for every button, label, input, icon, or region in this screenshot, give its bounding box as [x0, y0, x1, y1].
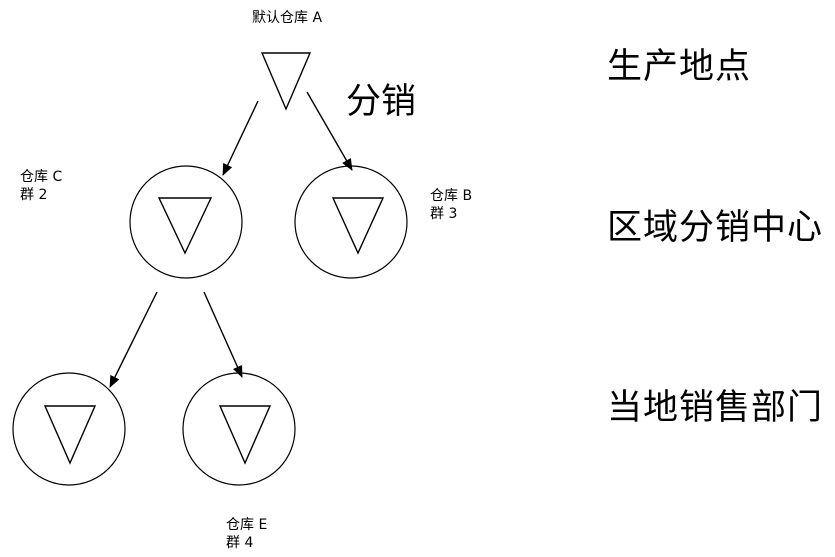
root-warehouse-label: 默认仓库 A [252, 9, 322, 27]
level-local-sales-department: 当地销售部门 [607, 388, 824, 428]
warehouse-e-triangle-icon [218, 405, 272, 465]
local-sales-left-circle [12, 372, 126, 486]
warehouse-b-name: 仓库 B [430, 188, 473, 204]
arrow-c-to-left [109, 291, 158, 388]
level-production-site: 生产地点 [607, 47, 752, 87]
warehouse-b-group: 群 3 [430, 206, 458, 222]
warehouse-c-circle [129, 165, 243, 279]
warehouse-b-label: 仓库 B 群 3 [430, 187, 472, 223]
root-warehouse-triangle-icon [260, 52, 312, 111]
warehouse-e-circle [182, 372, 296, 486]
warehouse-c-group: 群 2 [20, 187, 48, 203]
level-regional-distribution-center: 区域分销中心 [607, 208, 824, 248]
warehouse-b-triangle-icon [331, 197, 385, 255]
warehouse-e-name: 仓库 E [226, 517, 268, 533]
local-sales-left-triangle-icon [43, 405, 97, 465]
warehouse-e-label: 仓库 E 群 4 [226, 516, 267, 552]
warehouse-c-label: 仓库 C 群 2 [20, 168, 62, 204]
root-warehouse-name: 默认仓库 A [252, 10, 323, 26]
arrow-c-to-e [203, 291, 243, 378]
arrow-root-to-b [306, 91, 353, 171]
warehouse-e-group: 群 4 [226, 535, 254, 551]
arrow-root-to-c [222, 100, 259, 176]
distribution-flow-label: 分销 [346, 82, 417, 122]
warehouse-c-name: 仓库 C [20, 169, 63, 185]
warehouse-c-triangle-icon [157, 197, 213, 255]
warehouse-b-circle [294, 165, 408, 279]
